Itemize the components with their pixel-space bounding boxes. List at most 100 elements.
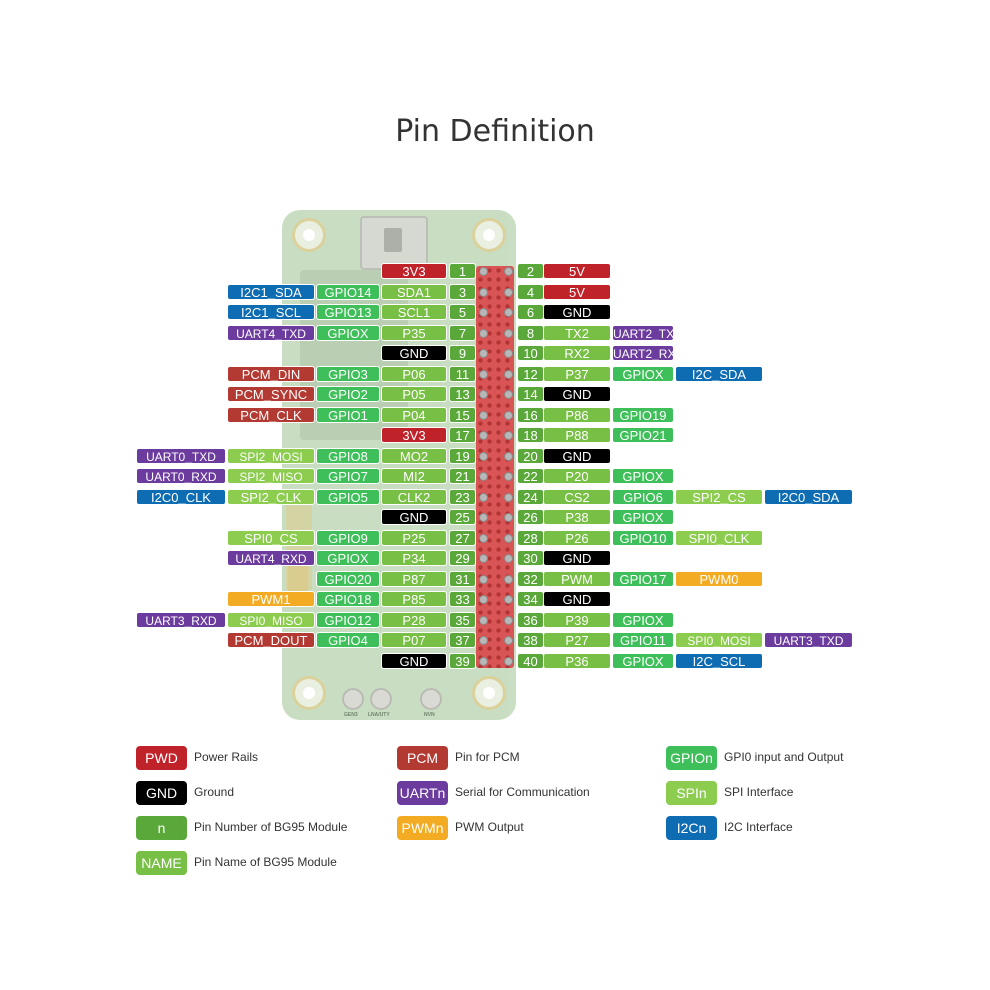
- legend-swatch: NAME: [136, 851, 187, 875]
- pin-number-right: 18: [517, 427, 544, 443]
- header-pin-left: [479, 287, 488, 297]
- mounting-hole-top-left: [292, 218, 326, 252]
- pin-number-right: 16: [517, 406, 544, 423]
- pin-label-pcm: PCM_DOUT: [227, 632, 315, 648]
- pin-number-left: 3: [449, 283, 476, 300]
- pin-label-gpio: GPIOX: [316, 550, 380, 566]
- pin-label-uart: UART4_TXD: [227, 324, 315, 341]
- pin-label-name: P36: [543, 652, 611, 669]
- pin-number-right: 40: [517, 652, 544, 669]
- pin-label-gpio: GPIO12: [316, 611, 380, 628]
- pin-label-uart: UART4_RXD: [227, 550, 315, 566]
- pin-number-left: 19: [449, 447, 476, 464]
- pin-label-name: P06: [381, 365, 447, 382]
- pin-label-i2c: I2C1_SCL: [227, 304, 315, 320]
- pin-label-name: P37: [543, 365, 611, 382]
- pin-label-name: SCL1: [381, 304, 447, 320]
- pin-number-right: 28: [517, 529, 544, 546]
- pin-number-left: 23: [449, 488, 476, 505]
- pin-label-name: MI2: [381, 468, 447, 484]
- pin-label-name: PWM: [543, 570, 611, 587]
- header-pin-left: [479, 533, 488, 543]
- pin-label-name: CLK2: [381, 488, 447, 505]
- legend-text: Pin Number of BG95 Module: [194, 820, 348, 834]
- header-pin-left: [479, 636, 488, 645]
- pin-number-left: 5: [449, 304, 476, 320]
- header-pin-left: [479, 574, 488, 584]
- board-component: [288, 560, 308, 600]
- pin-label-name: TX2: [543, 324, 611, 341]
- pin-label-i2c: I2C_SDA: [675, 365, 763, 382]
- header-pin-right: [504, 349, 513, 358]
- legend-text: I2C Interface: [724, 820, 793, 834]
- header-pin-right: [504, 636, 513, 645]
- pin-label-uart: UART0_RXD: [136, 468, 226, 484]
- pin-label-pwr: 5V: [543, 263, 611, 279]
- legend-swatch: UARTn: [397, 781, 448, 805]
- pin-label-spi: SPI0_MOSI: [675, 632, 763, 648]
- pin-number-right: 24: [517, 488, 544, 505]
- pin-label-name: P28: [381, 611, 447, 628]
- pin-label-gnd: GND: [543, 550, 611, 566]
- pin-number-right: 4: [517, 283, 544, 300]
- pin-label-pcm: PCM_CLK: [227, 406, 315, 423]
- pin-label-spi: SPI2_MISO: [227, 468, 315, 484]
- pin-label-gpio: GPIO2: [316, 386, 380, 402]
- pin-label-pcm: PCM_SYNC: [227, 386, 315, 402]
- pin-number-left: 13: [449, 386, 476, 402]
- legend-swatch: SPIn: [666, 781, 717, 805]
- header-pin-right: [504, 390, 513, 399]
- pin-label-gpio: GPIO21: [612, 427, 674, 443]
- header-pin-left: [479, 472, 488, 481]
- pin-number-left: 31: [449, 570, 476, 587]
- pin-label-pwr: 3V3: [381, 263, 447, 279]
- header-pin-left: [479, 554, 488, 563]
- pin-label-gpio: GPIO3: [316, 365, 380, 382]
- legend-text: Ground: [194, 785, 235, 799]
- pin-number-left: 11: [449, 365, 476, 382]
- header-pin-left: [479, 656, 488, 666]
- pin-number-right: 6: [517, 304, 544, 320]
- legend-text: Power Rails: [194, 750, 259, 764]
- pin-label-gpio: GPIOX: [316, 324, 380, 341]
- header-pin-right: [504, 410, 513, 420]
- pin-label-gpio: GPIO10: [612, 529, 674, 546]
- pin-label-name: P27: [543, 632, 611, 648]
- pin-number-right: 20: [517, 447, 544, 464]
- pin-label-i2c: I2C0_CLK: [136, 488, 226, 505]
- legend-swatch: GND: [136, 781, 187, 805]
- header-pin-left: [479, 410, 488, 420]
- header-pin-left: [479, 595, 488, 604]
- pin-label-gnd: GND: [381, 345, 447, 361]
- mounting-hole-bottom-right: [472, 676, 506, 710]
- pin-number-left: 35: [449, 611, 476, 628]
- pin-number-left: 33: [449, 591, 476, 607]
- header-pin-left: [479, 451, 488, 461]
- pin-label-spi: SPI2_MOSI: [227, 447, 315, 464]
- pin-label-gpio: GPIO20: [316, 570, 380, 587]
- sim-card-slot: [360, 216, 428, 270]
- pin-label-gpio: GPIO4: [316, 632, 380, 648]
- pin-label-i2c: I2C1_SDA: [227, 283, 315, 300]
- pin-label-i2c: I2C0_SDA: [764, 488, 853, 505]
- pin-label-spi: SPI0_CLK: [675, 529, 763, 546]
- header-pin-right: [504, 431, 513, 440]
- pin-label-name: P26: [543, 529, 611, 546]
- pin-number-right: 38: [517, 632, 544, 648]
- header-pin-right: [504, 554, 513, 563]
- pin-number-left: 9: [449, 345, 476, 361]
- pin-label-gpio: GPIO6: [612, 488, 674, 505]
- pin-label-gpio: GPIO1: [316, 406, 380, 423]
- legend-swatch: PWMn: [397, 816, 448, 840]
- antenna-label: LNA/UTY: [368, 712, 390, 718]
- pin-label-pwr: 5V: [543, 283, 611, 300]
